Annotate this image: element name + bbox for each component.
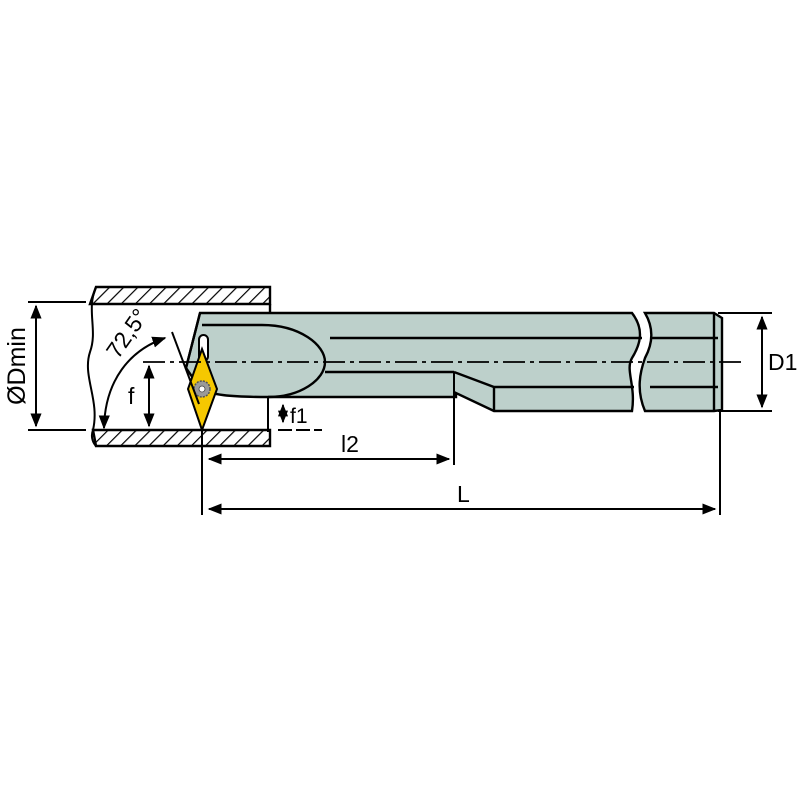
f-label: f [128, 383, 135, 409]
bore-wall-top [88, 285, 272, 306]
boring-bar-body [184, 311, 724, 413]
workpiece-bore [86, 285, 272, 448]
f-dimension: f [128, 364, 155, 428]
dmin-label: ØDmin [3, 327, 31, 405]
break-line-left [86, 286, 97, 447]
d1-dimension: D1 [718, 312, 797, 412]
dmin-dimension: ØDmin [3, 301, 86, 431]
angle-label: 72,5° [101, 304, 153, 363]
f1-label: f1 [290, 405, 308, 428]
l2-dimension: l2 [201, 372, 455, 515]
l-dimension: L [207, 411, 721, 515]
bore-wall-bottom [91, 428, 272, 448]
l-label: L [457, 481, 470, 507]
d1-label: D1 [768, 349, 797, 375]
f1-dimension: f1 [267, 397, 322, 432]
l2-label: l2 [341, 431, 359, 457]
